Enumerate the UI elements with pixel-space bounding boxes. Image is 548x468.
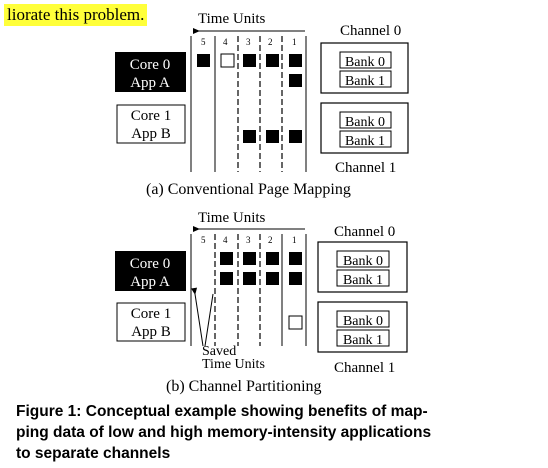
a-channel0-bank1	[339, 70, 392, 88]
b-request-empty	[288, 315, 303, 330]
b-slot-number: 3	[246, 235, 251, 245]
b-saved-label: Saved	[202, 344, 236, 359]
b-request-filled	[220, 272, 233, 285]
b-channel0-label: Channel 0	[334, 224, 395, 240]
b-channel1-bank1-label: Bank 1	[343, 333, 383, 348]
a-channel1-bank1-label: Bank 1	[345, 134, 385, 149]
b-core0-box	[115, 251, 186, 291]
b-appB-label: App B	[131, 324, 171, 340]
a-request-filled	[289, 54, 302, 67]
a-request-filled	[266, 130, 279, 143]
a-channel0-bank0-label: Bank 0	[345, 55, 385, 70]
a-request-empty	[220, 53, 235, 68]
a-core0-label: Core 0	[130, 57, 170, 73]
a-slot-number: 3	[246, 37, 251, 47]
a-channel0-bank0	[339, 51, 392, 69]
highlighted-text: liorate this problem.	[4, 4, 148, 26]
b-saved-time-units-label: Time Units	[202, 357, 265, 372]
b-saved-arrow	[191, 287, 204, 347]
b-saved-arrow	[204, 293, 214, 347]
b-channel0-bank0-label: Bank 0	[343, 254, 383, 269]
b-slot-number: 1	[292, 235, 297, 245]
a-time-units-label: Time Units	[198, 11, 266, 27]
a-request-filled	[266, 54, 279, 67]
a-slot-number: 1	[292, 37, 297, 47]
a-request-filled	[243, 54, 256, 67]
b-core0-label: Core 0	[130, 256, 170, 272]
b-channel1-bank0-label: Bank 0	[343, 314, 383, 329]
a-core1-label: Core 1	[131, 108, 171, 124]
a-channel1-bank1	[339, 130, 392, 148]
caption-line-2: ping data of low and high memory-intensi…	[16, 424, 432, 441]
caption-line-1: Figure 1: Conceptual example showing ben…	[16, 401, 536, 422]
a-appA-label: App A	[130, 75, 170, 91]
a-request-filled	[243, 130, 256, 143]
a-channel1-label: Channel 1	[335, 160, 396, 176]
caption-line-1-text: Conceptual example showing benefits of m…	[85, 403, 428, 420]
b-core1-label: Core 1	[131, 306, 171, 322]
a-appB-label: App B	[131, 126, 171, 142]
b-request-filled	[266, 272, 279, 285]
b-slot-number: 2	[268, 235, 273, 245]
b-request-filled	[243, 252, 256, 265]
b-request-filled	[220, 252, 233, 265]
a-subcaption: (a) Conventional Page Mapping	[146, 181, 351, 198]
caption-line-3: to separate channels	[16, 445, 171, 462]
a-slot-number: 5	[201, 37, 206, 47]
b-appA-label: App A	[130, 274, 170, 290]
a-slot-number: 4	[223, 37, 228, 47]
b-channel1-bank1	[336, 329, 390, 347]
b-subcaption: (b) Channel Partitioning	[166, 378, 322, 395]
a-request-filled	[289, 74, 302, 87]
b-channel0-bank0	[336, 250, 390, 268]
b-request-filled	[243, 272, 256, 285]
a-channel0-label: Channel 0	[340, 23, 401, 39]
a-core1-box	[116, 104, 186, 144]
a-channel0-bank1-label: Bank 1	[345, 74, 385, 89]
b-time-units-label: Time Units	[198, 210, 266, 226]
b-slot-number: 5	[201, 235, 206, 245]
a-core0-box	[115, 52, 186, 92]
a-slot-number: 2	[268, 37, 273, 47]
diagram-b: Time Units 5 4 3 2 1 Core 0 App A Core 1…	[115, 210, 408, 395]
b-core1-box	[116, 302, 186, 342]
a-channel1-bank0-label: Bank 0	[345, 115, 385, 130]
b-channel1-bank0	[336, 310, 390, 328]
b-slot-number: 4	[223, 235, 228, 245]
a-request-filled	[289, 130, 302, 143]
a-channel1-bank0	[339, 111, 392, 129]
b-channel0-bank1-label: Bank 1	[343, 273, 383, 288]
b-request-filled	[289, 252, 302, 265]
a-request-filled	[197, 54, 210, 67]
b-channel0-bank1	[336, 269, 390, 287]
figure-caption: Figure 1: Conceptual example showing ben…	[16, 401, 536, 464]
b-request-filled	[266, 252, 279, 265]
b-request-filled	[289, 272, 302, 285]
caption-figure-label: Figure 1:	[16, 403, 82, 420]
b-channel1-label: Channel 1	[334, 360, 395, 376]
diagram-a: Time Units 5 4 3 2 1 Core 0 App A Core 1…	[115, 11, 409, 198]
